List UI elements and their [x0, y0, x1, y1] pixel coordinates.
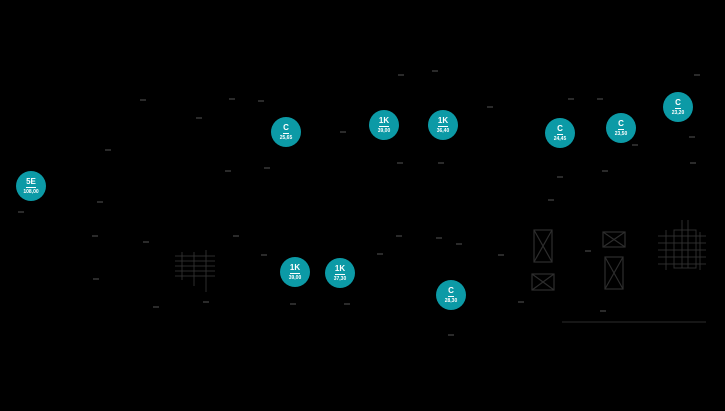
room-label-tick [487, 106, 493, 108]
unit-price: 39,00 [377, 127, 391, 134]
room-label-tick [398, 74, 404, 76]
unit-price: 37,30 [333, 275, 347, 282]
unit-marker[interactable]: C 25,65 [271, 117, 301, 147]
unit-marker[interactable]: 5E 108,00 [16, 171, 46, 201]
room-label-tick [498, 254, 504, 256]
unit-type-label: C [618, 118, 624, 130]
unit-marker[interactable]: 1K 39,00 [369, 110, 399, 140]
room-label-tick [396, 235, 402, 237]
room-label-tick [229, 98, 235, 100]
room-label-tick [143, 241, 149, 243]
room-label-tick [233, 235, 239, 237]
unit-type-label: C [675, 97, 681, 109]
room-label-tick [597, 98, 603, 100]
unit-price: 25,65 [279, 134, 293, 141]
room-label-tick [153, 306, 159, 308]
unit-type-label: 1K [334, 263, 346, 275]
room-label-tick [600, 310, 606, 312]
unit-price: 23,20 [671, 109, 685, 116]
unit-price: 24,45 [553, 135, 567, 142]
unit-marker[interactable]: 1K 37,30 [325, 258, 355, 288]
room-label-tick [568, 98, 574, 100]
unit-price: 36,40 [436, 127, 450, 134]
room-label-tick [140, 99, 146, 101]
room-label-tick [585, 250, 591, 252]
staircase-right [658, 220, 706, 270]
room-label-tick [92, 235, 98, 237]
staircase-left [175, 250, 215, 292]
room-label-tick [196, 117, 202, 119]
unit-price: 39,00 [288, 274, 302, 281]
room-label-tick [432, 70, 438, 72]
room-label-tick [344, 303, 350, 305]
room-label-tick [105, 149, 111, 151]
room-label-tick [340, 131, 346, 133]
room-label-tick [689, 136, 695, 138]
unit-type-label: C [557, 123, 563, 135]
room-label-tick [93, 278, 99, 280]
unit-type-label: 1K [378, 115, 390, 127]
room-label-tick [377, 253, 383, 255]
room-label-tick [602, 170, 608, 172]
room-label-tick [456, 243, 462, 245]
elevator-shafts [531, 229, 626, 291]
room-label-tick [397, 162, 403, 164]
room-label-tick [557, 176, 563, 178]
room-label-tick [203, 301, 209, 303]
room-label-tick [518, 301, 524, 303]
unit-marker[interactable]: C 23,50 [606, 113, 636, 143]
room-label-tick [632, 144, 638, 146]
room-label-tick [18, 211, 24, 213]
unit-marker[interactable]: C 23,20 [663, 92, 693, 122]
room-label-tick [690, 162, 696, 164]
room-label-tick [258, 100, 264, 102]
unit-price: 28,30 [444, 297, 458, 304]
unit-price: 108,00 [23, 188, 39, 195]
unit-marker[interactable]: C 28,30 [436, 280, 466, 310]
room-label-tick [261, 254, 267, 256]
unit-marker[interactable]: 1K 36,40 [428, 110, 458, 140]
unit-type-label: 1K [437, 115, 449, 127]
room-label-tick [264, 167, 270, 169]
unit-marker[interactable]: C 24,45 [545, 118, 575, 148]
room-label-tick [436, 237, 442, 239]
room-label-tick [97, 201, 103, 203]
room-label-tick [225, 170, 231, 172]
room-label-tick [548, 199, 554, 201]
room-label-tick [448, 334, 454, 336]
room-label-tick [694, 74, 700, 76]
unit-marker[interactable]: 1K 39,00 [280, 257, 310, 287]
unit-type-label: 1K [289, 262, 301, 274]
unit-type-label: 5E [26, 176, 36, 188]
room-label-tick [438, 162, 444, 164]
unit-type-label: C [283, 122, 289, 134]
unit-price: 23,50 [614, 130, 628, 137]
unit-type-label: C [448, 285, 454, 297]
room-label-tick [290, 303, 296, 305]
